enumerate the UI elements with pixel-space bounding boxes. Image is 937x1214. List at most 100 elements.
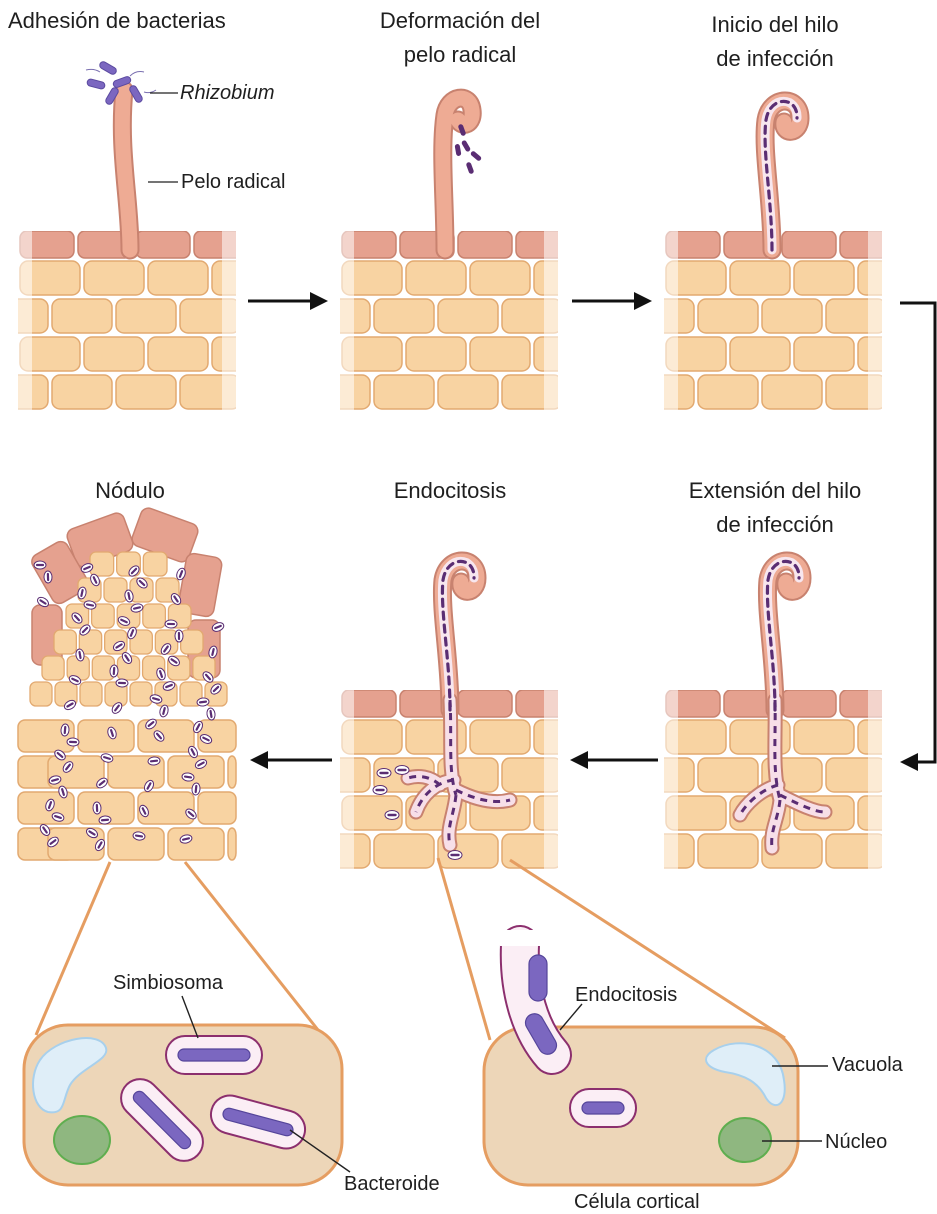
nodule-infected-cell xyxy=(80,682,102,706)
tissue-deformation-cortex-cell xyxy=(598,337,658,371)
tissue-deformation-cortex-cell xyxy=(246,299,306,333)
tissue-thread-extension-cortex-cell xyxy=(602,796,662,830)
tissue-thread-extension-epidermis-cell xyxy=(840,690,894,717)
tissue-thread-extension-cortex-cell xyxy=(570,834,630,868)
rhizobium-bacterium xyxy=(98,60,117,75)
tissue-thread-start-epidermis-cell xyxy=(782,231,836,258)
arrow-5-to-6-head xyxy=(250,751,268,769)
trapped-bacterium xyxy=(466,162,475,175)
nodule-infected-cell xyxy=(181,630,203,654)
tissue-thread-extension-cortex-cell xyxy=(858,720,918,754)
tissue-thread-extension-epidermis-cell xyxy=(608,690,662,717)
tissue-thread-extension-cortex-cell xyxy=(890,834,937,868)
stage-title-deformation: Deformación del pelo radical xyxy=(330,4,590,72)
stage-title-thread-extension: Extensión del hilo de infección xyxy=(660,474,890,542)
tissue-deformation-cortex-cell xyxy=(470,337,530,371)
tissue-adhesion-cortex-cell xyxy=(212,337,272,371)
tissue-adhesion-cortex-cell xyxy=(116,299,176,333)
arrow-4-to-5-head xyxy=(570,751,588,769)
nodule-tissue xyxy=(18,506,236,860)
tissue-thread-start-cortex-cell xyxy=(730,261,790,295)
tissue-endocytosis-cortex-cell xyxy=(246,834,306,868)
tissue-thread-extension-cortex-cell xyxy=(698,834,758,868)
tissue-endocytosis-cortex-cell xyxy=(534,720,594,754)
nodule-infected-cell xyxy=(130,682,152,706)
tissue-deformation-epidermis-cell xyxy=(284,231,338,258)
tissue-deformation-epidermis-cell xyxy=(516,231,570,258)
tissue-deformation-cortex-cell xyxy=(534,261,594,295)
tissue-thread-start-epidermis-cell xyxy=(840,231,894,258)
tissue-deformation-cortex-cell xyxy=(374,375,434,409)
tissue-adhesion-cortex-cell xyxy=(0,337,16,371)
tissue-adhesion-cortex-cell xyxy=(148,261,208,295)
tissue-endocytosis-epidermis-cell xyxy=(458,690,512,717)
stage-title-endocytosis: Endocitosis xyxy=(340,474,560,508)
nodule-infected-cell xyxy=(30,682,52,706)
tissue-thread-start-cortex-cell xyxy=(794,337,854,371)
tissue-thread-start-cortex-cell xyxy=(602,337,662,371)
tissue-adhesion-cortex-cell xyxy=(276,337,336,371)
nodule-base-cell xyxy=(78,720,134,752)
label-root-hair: Pelo radical xyxy=(181,170,286,194)
tissue-endocytosis-cortex-cell xyxy=(566,758,626,792)
tissue-deformation-cortex-cell xyxy=(406,337,466,371)
entering-bacterium xyxy=(529,955,547,1001)
nodule-infected-cell xyxy=(143,604,166,628)
zoom-line xyxy=(185,862,322,1035)
trapped-bacterium xyxy=(470,150,482,162)
tissue-thread-start-cortex-cell xyxy=(602,261,662,295)
stage-title-adhesion: Adhesión de bacterias xyxy=(8,4,278,38)
tissue-endocytosis-epidermis-cell xyxy=(574,690,628,717)
hair-deformation xyxy=(443,98,472,250)
tissue-endocytosis xyxy=(246,690,722,876)
tissue-thread-extension-cortex-cell xyxy=(794,720,854,754)
tissue-endocytosis-cortex-cell xyxy=(566,834,626,868)
tissue-deformation-cortex-cell xyxy=(534,337,594,371)
tissue-endocytosis-cortex-cell xyxy=(246,758,306,792)
tissue-thread-extension-epidermis-cell xyxy=(782,690,836,717)
hair-adhesion xyxy=(122,90,130,250)
tissue-adhesion-cortex-cell xyxy=(52,299,112,333)
tissue-endocytosis-epidermis-cell xyxy=(284,690,338,717)
tissue-endocytosis-cortex-cell xyxy=(598,720,658,754)
tissue-thread-start-cortex-cell xyxy=(570,375,630,409)
tissue-thread-start-cortex-cell xyxy=(890,375,937,409)
tissue-deformation-cortex-cell xyxy=(246,375,306,409)
tissue-adhesion-epidermis-cell xyxy=(136,231,190,258)
tissue-deformation-epidermis-cell xyxy=(574,231,628,258)
nodule-base-cell xyxy=(228,756,236,788)
nucleus-left xyxy=(54,1116,110,1164)
tissue-deformation-cortex-cell xyxy=(566,299,626,333)
symbiosome-cortical xyxy=(570,1089,636,1127)
label-bacteroid: Bacteroide xyxy=(344,1172,440,1196)
tissue-thread-start-cortex-cell xyxy=(858,261,918,295)
tissue-adhesion-epidermis-cell xyxy=(194,231,248,258)
nodule-base-cell xyxy=(168,828,224,860)
nucleus-right xyxy=(719,1118,771,1162)
nodule-infected-cell xyxy=(54,630,76,654)
tissue-endocytosis-cortex-cell xyxy=(278,720,338,754)
tissue-deformation-cortex-cell xyxy=(438,375,498,409)
tissue-adhesion-cortex-cell xyxy=(0,261,16,295)
tissue-deformation-cortex-cell xyxy=(438,299,498,333)
nodule-infected-cell xyxy=(42,656,64,680)
arrow-3-to-4-head xyxy=(900,753,918,771)
zoom-details xyxy=(24,858,828,1185)
tissue-thread-start-cortex-cell xyxy=(762,299,822,333)
tissue-deformation-cortex-cell xyxy=(598,261,658,295)
tissue-thread-extension-cortex-cell xyxy=(922,796,937,830)
tissue-adhesion-cortex-cell xyxy=(212,261,272,295)
tissue-deformation-cortex-cell xyxy=(470,261,530,295)
tissue-thread-extension xyxy=(570,690,937,876)
tissue-endocytosis-cortex-cell xyxy=(470,720,530,754)
zoom-line xyxy=(438,858,490,1040)
tissue-adhesion-cortex-cell xyxy=(244,299,304,333)
tissue-thread-start xyxy=(570,231,937,417)
arrow-3-to-4 xyxy=(900,303,935,762)
label-endocytosis-detail: Endocitosis xyxy=(575,983,677,1007)
tissue-endocytosis-cortex-cell xyxy=(278,796,338,830)
tissue-adhesion-epidermis-cell xyxy=(0,231,16,258)
tissue-thread-start-epidermis-cell xyxy=(898,231,937,258)
tissue-deformation-cortex-cell xyxy=(374,299,434,333)
